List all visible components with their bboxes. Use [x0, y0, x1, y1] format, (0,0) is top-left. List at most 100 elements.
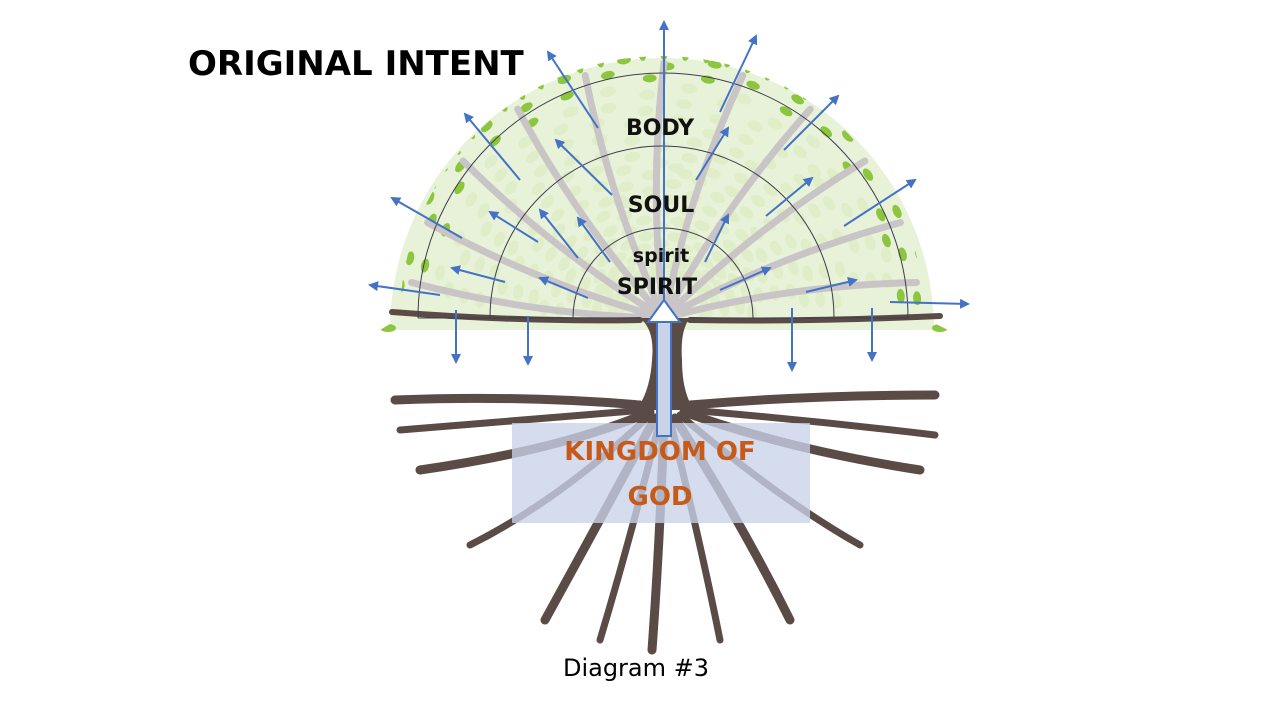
arrow-icon [719, 266, 772, 291]
leaf [791, 94, 804, 105]
leaf [607, 265, 621, 279]
branch [660, 72, 747, 322]
leaf [815, 291, 826, 308]
leaf [676, 168, 693, 179]
leaf [740, 283, 752, 300]
leaf [553, 123, 569, 136]
leaf [842, 130, 854, 142]
leaf [848, 237, 860, 254]
leaf [480, 221, 492, 237]
diagram-title: ORIGINAL INTENT [188, 44, 525, 84]
leaf [841, 202, 853, 218]
leaf [729, 147, 745, 159]
leaf [634, 198, 651, 210]
branch-base-left [389, 309, 643, 324]
leaf [600, 70, 615, 80]
leaf [779, 106, 793, 117]
leaf [518, 135, 533, 149]
middle-ring-soul [489, 145, 835, 319]
leaf [497, 278, 508, 295]
leaf [820, 126, 833, 138]
leaf [541, 195, 555, 209]
leaf [712, 153, 729, 165]
leaf [504, 180, 518, 195]
leaf [864, 235, 876, 251]
leaf [459, 249, 471, 266]
leaf [741, 248, 754, 263]
root [396, 406, 649, 434]
leaf [528, 288, 539, 305]
leaf [710, 191, 726, 204]
branch [408, 279, 668, 322]
leaf [670, 216, 687, 227]
label-soul: SOUL [628, 193, 694, 218]
branch [660, 279, 920, 322]
leaf [767, 117, 783, 130]
leaf [755, 247, 768, 263]
leaf [615, 165, 632, 176]
root [684, 406, 939, 439]
leaf [734, 172, 750, 185]
leaf [724, 185, 740, 198]
leaf [862, 168, 874, 181]
leaf [513, 284, 524, 301]
branch [660, 157, 869, 322]
arrow-icon [546, 50, 599, 129]
leaf [525, 150, 540, 164]
leaf [707, 60, 722, 69]
leaf [666, 232, 683, 243]
leaf [694, 220, 710, 232]
arrow-icon [450, 265, 506, 283]
arrow-icon [783, 94, 840, 151]
leaf [638, 231, 654, 242]
arrow-icon [843, 178, 917, 227]
leaf [808, 203, 821, 218]
leaf [747, 304, 758, 320]
leaf [686, 137, 703, 148]
arrow-icon [704, 213, 729, 263]
leaf [618, 181, 634, 193]
arrow-icon [538, 208, 579, 259]
leaf [624, 135, 640, 146]
arrow-icon [695, 126, 730, 181]
leaf [493, 231, 506, 247]
arrow-icon [889, 298, 970, 309]
leaf [793, 210, 806, 225]
leaf [489, 135, 501, 147]
leaf [507, 240, 519, 256]
arrow-icon [368, 281, 441, 296]
leaf [531, 182, 546, 196]
label-body: BODY [626, 116, 695, 141]
leaf [896, 288, 905, 303]
leaf [793, 145, 808, 159]
leaf [600, 86, 616, 97]
leaf [665, 46, 679, 54]
leaf [856, 197, 869, 213]
branch [459, 157, 668, 322]
leaf [600, 102, 617, 114]
leaf [671, 114, 688, 125]
leaf [802, 265, 813, 282]
leaf [831, 292, 842, 309]
leaf [807, 164, 821, 178]
leaf [834, 261, 846, 278]
root [685, 390, 940, 410]
leaf [624, 151, 641, 163]
leaf [780, 183, 795, 197]
leaf [881, 233, 891, 248]
leaf [806, 135, 820, 149]
leaf [494, 167, 508, 182]
arrow-icon [538, 276, 589, 299]
leaf [662, 194, 679, 206]
branch [652, 59, 668, 322]
leaf [736, 93, 752, 105]
leaf [751, 194, 766, 208]
label-kingdom-line1: KINGDOM OF [564, 437, 755, 467]
leaf [892, 204, 902, 218]
arrow-group [368, 34, 970, 372]
leaf [558, 256, 571, 272]
leaf [565, 268, 577, 284]
arrow-icon [488, 210, 539, 243]
arrow-icon [390, 197, 463, 239]
